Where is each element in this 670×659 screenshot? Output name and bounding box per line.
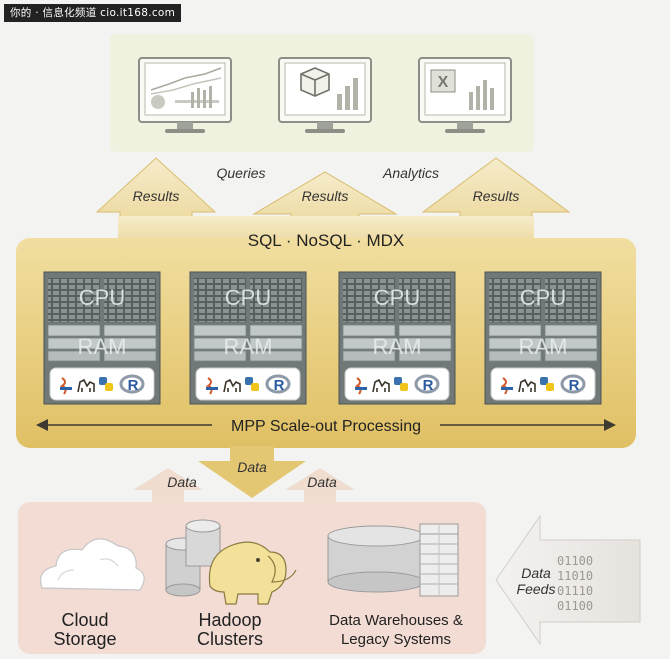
java-icon <box>59 377 72 395</box>
svg-text:R: R <box>274 377 285 394</box>
source-hadoop-line2: Clusters <box>197 629 263 649</box>
data-feeds-line2: Feeds <box>517 581 556 597</box>
warehouse-icon <box>327 523 459 597</box>
data-arrow-left <box>133 468 203 505</box>
binary-line-2: 11010 <box>557 569 593 583</box>
mpp-double-arrow <box>36 419 616 431</box>
mpp-label: MPP Scale-out Processing <box>231 418 421 435</box>
data-feeds-arrow <box>495 514 641 646</box>
r-icon: R <box>265 374 291 394</box>
queries-label: Queries <box>216 165 265 181</box>
server-ram-label: RAM <box>519 334 568 359</box>
svg-text:R: R <box>423 377 434 394</box>
data-feeds-line1: Data <box>521 565 551 581</box>
source-cloud-line2: Storage <box>53 629 116 649</box>
data-arrow-down <box>198 446 306 498</box>
python-icon <box>245 377 259 391</box>
svg-text:R: R <box>128 377 139 394</box>
results-label-middle: Results <box>302 188 349 204</box>
camel-icon <box>77 378 95 393</box>
server-cpu-label: CPU <box>225 285 271 310</box>
svg-text:X: X <box>438 74 449 91</box>
query-languages-label: SQL · NoSQL · MDX <box>248 231 405 250</box>
server-cpu-label: CPU <box>520 285 566 310</box>
python-icon <box>99 377 113 391</box>
camel-icon <box>223 378 241 393</box>
server-cpu-label: CPU <box>79 285 125 310</box>
python-icon <box>394 377 408 391</box>
r-icon: R <box>414 374 440 394</box>
data-arrow-right <box>285 468 355 505</box>
r-icon: R <box>560 374 586 394</box>
analytics-label: Analytics <box>382 165 439 181</box>
results-label-right: Results <box>473 188 520 204</box>
svg-text:R: R <box>569 377 580 394</box>
server-ram-label: RAM <box>78 334 127 359</box>
results-label-left: Results <box>133 188 180 204</box>
source-warehouse-line1: Data Warehouses & <box>329 612 463 629</box>
r-icon: R <box>119 374 145 394</box>
data-label-center: Data <box>237 459 267 475</box>
dashboard-monitor <box>138 57 232 134</box>
binary-line-4: 01100 <box>557 599 593 613</box>
java-icon <box>205 377 218 395</box>
camel-icon <box>518 378 536 393</box>
hadoop-icon <box>165 519 297 605</box>
source-hadoop-line1: Hadoop <box>198 610 261 630</box>
server-ram-label: RAM <box>373 334 422 359</box>
java-icon <box>354 377 367 395</box>
binary-line-3: 01110 <box>557 584 593 598</box>
binary-line-1: 01100 <box>557 554 593 568</box>
source-warehouse-line2: Legacy Systems <box>341 631 451 648</box>
spreadsheet-monitor: X <box>418 57 512 134</box>
server-ram-label: RAM <box>224 334 273 359</box>
camel-icon <box>372 378 390 393</box>
server-cpu-label: CPU <box>374 285 420 310</box>
site-watermark: 你的 · 信息化频道 cio.it168.com <box>4 4 182 22</box>
processing-panel <box>16 238 636 448</box>
source-cloud-line1: Cloud <box>61 610 108 630</box>
python-icon <box>540 377 554 391</box>
data-label-left: Data <box>167 474 197 490</box>
java-icon <box>500 377 513 395</box>
data-label-right: Data <box>307 474 337 490</box>
cube-monitor <box>278 57 372 134</box>
cloud-icon <box>40 538 145 591</box>
